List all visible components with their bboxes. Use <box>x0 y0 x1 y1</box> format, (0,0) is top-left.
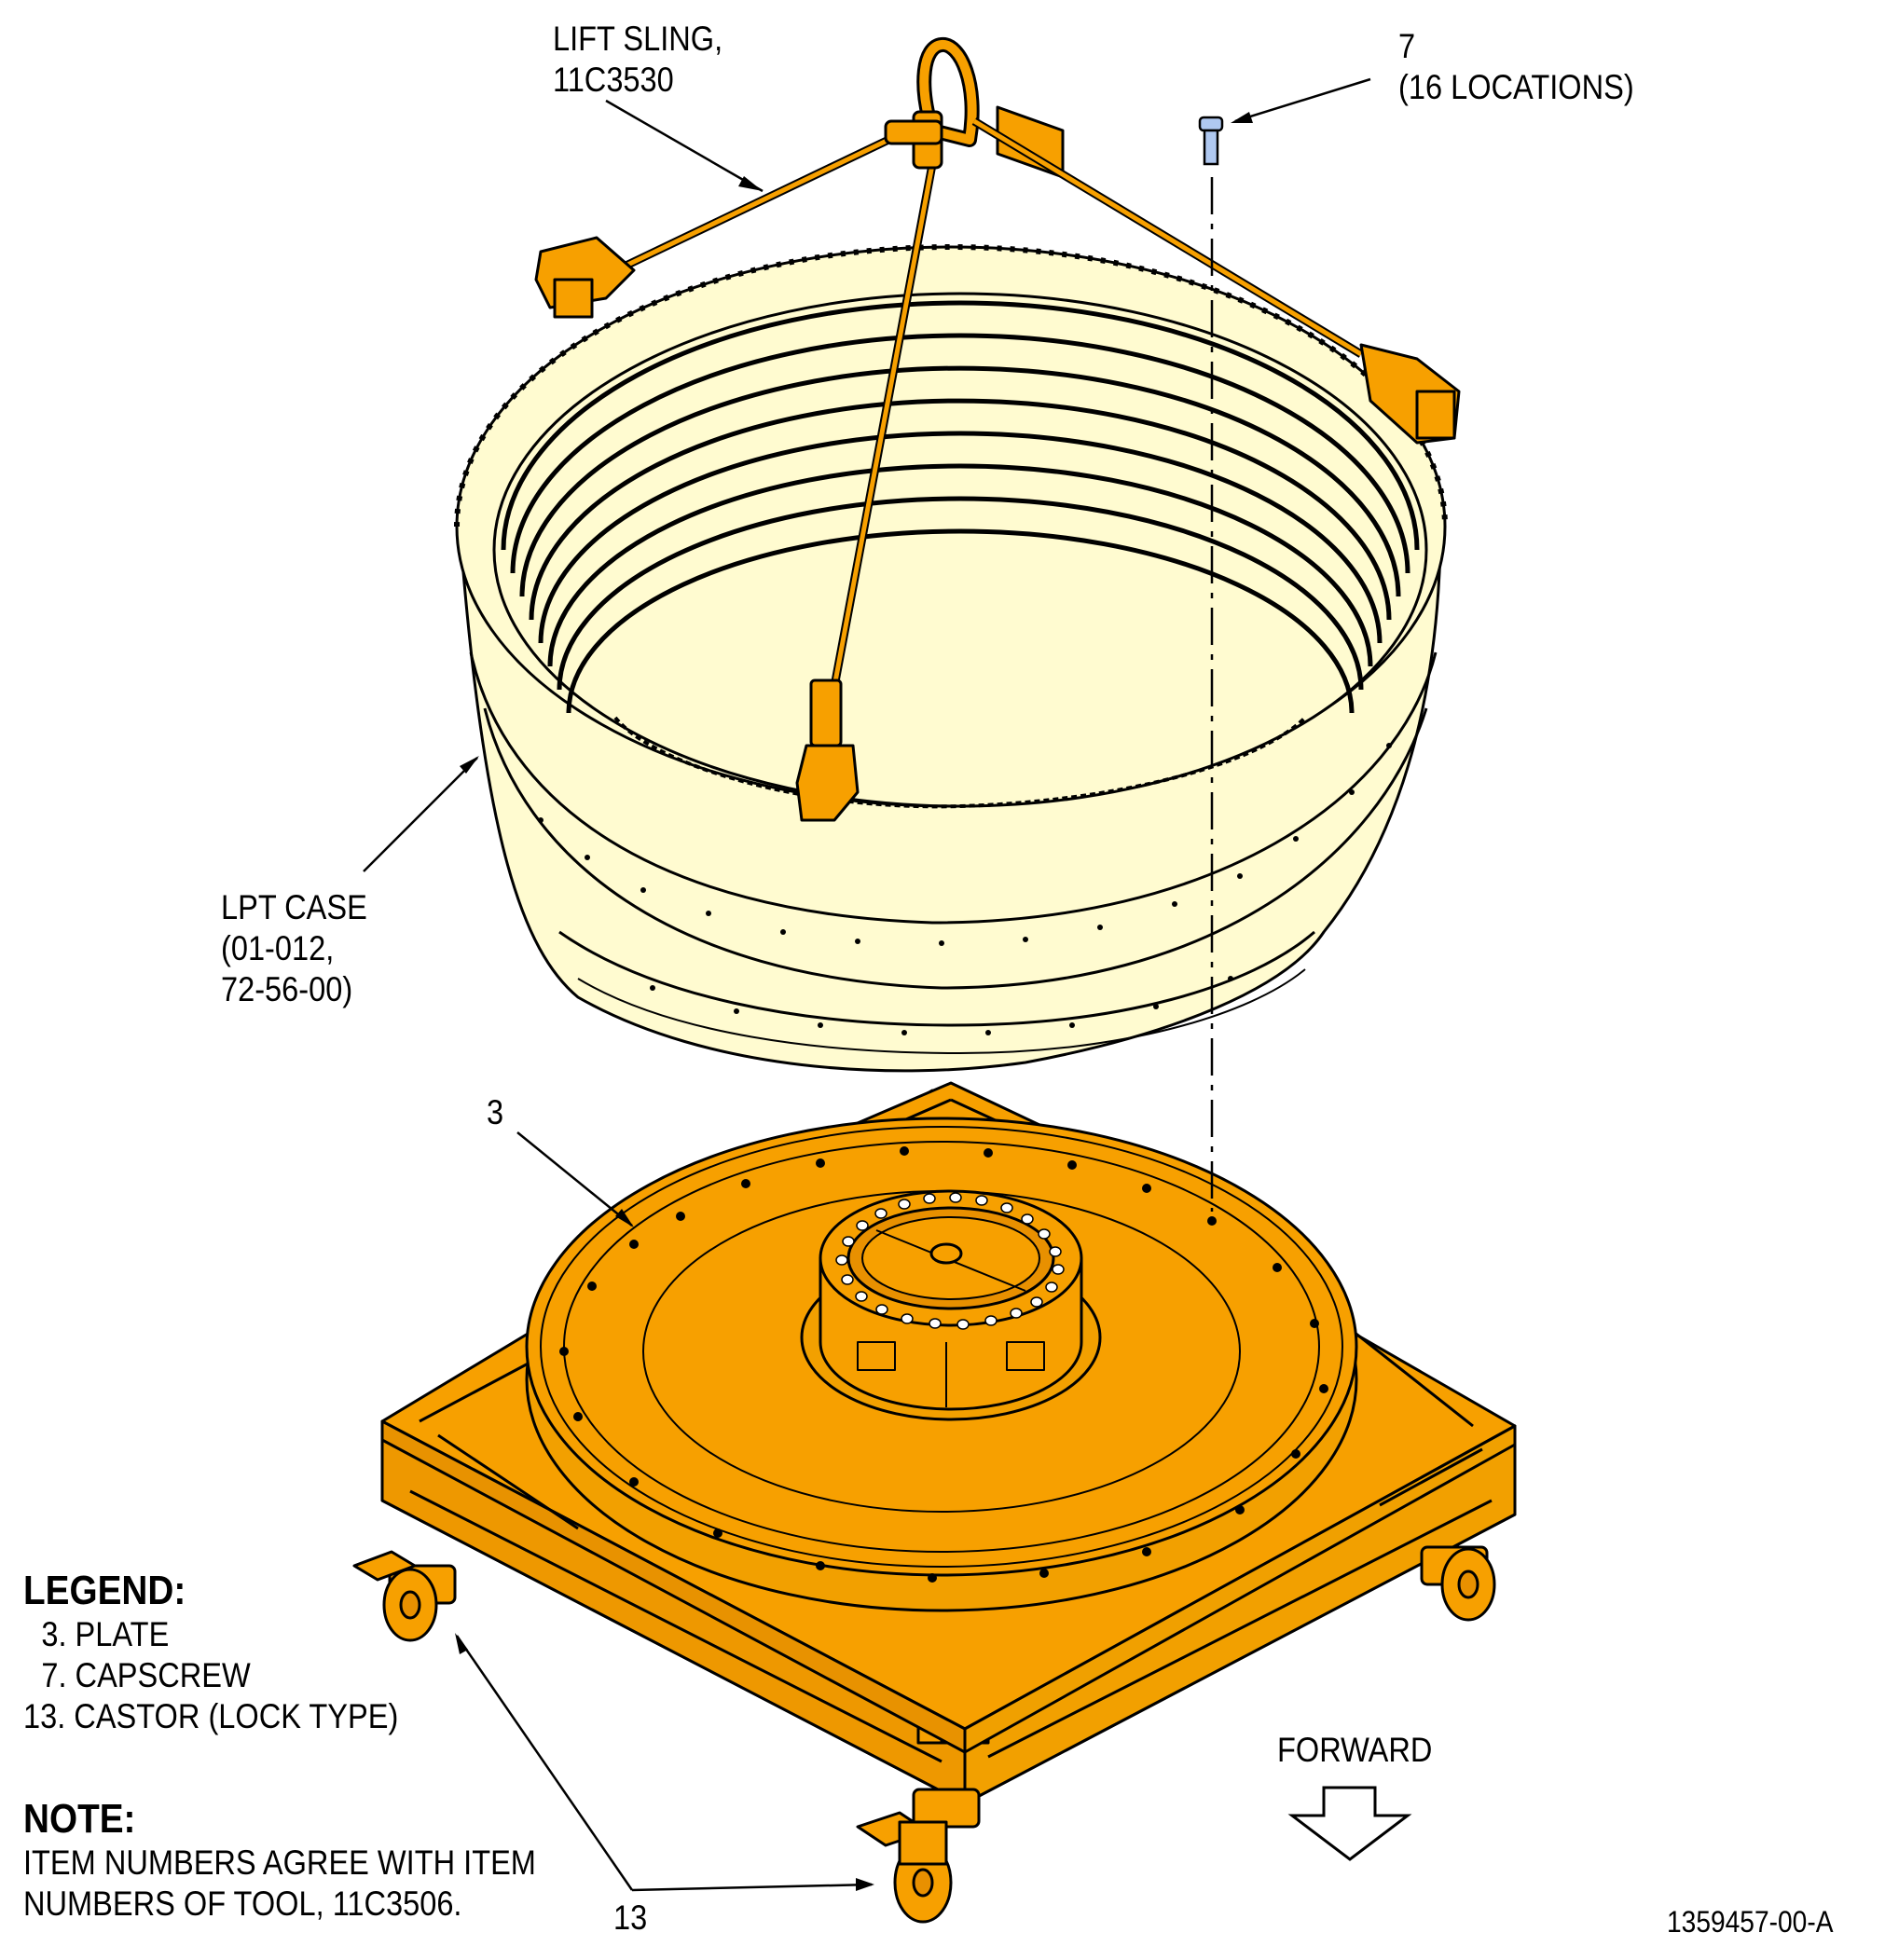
lpt-case <box>454 244 1448 1073</box>
castor-front <box>856 1788 981 1924</box>
fixture-cart <box>352 1081 1517 1924</box>
legend-item: 7. CAPSCREW <box>41 1656 251 1694</box>
note-title: NOTE: <box>23 1796 136 1842</box>
legend: LEGEND: 3. PLATE 7. CAPSCREW 13. CASTOR … <box>23 1568 398 1737</box>
callout-item-3: 3 <box>487 1093 504 1131</box>
leader-item-3 <box>516 1131 633 1227</box>
legend-title: LEGEND: <box>23 1568 186 1613</box>
leader-item-13 <box>455 1635 634 1891</box>
callout-lift-sling-line1: LIFT SLING, <box>553 20 723 58</box>
forward-arrow-icon <box>1287 1786 1412 1861</box>
lift-sling <box>534 37 1461 822</box>
leader-lines <box>363 77 1371 1892</box>
note-line: ITEM NUMBERS AGREE WITH ITEM <box>23 1843 536 1882</box>
capscrew-item-7 <box>1198 116 1224 166</box>
callout-item-7: 7 (16 LOCATIONS) <box>1398 26 1634 108</box>
callout-item-13: 13 <box>613 1898 648 1937</box>
lpt-case-bottom-opening <box>613 716 1307 809</box>
callout-item-7-locations: (16 LOCATIONS) <box>1398 68 1634 106</box>
castor-left <box>352 1550 457 1642</box>
leader-item-7 <box>1234 77 1371 123</box>
lpt-case-inner-grooves <box>501 300 1420 714</box>
callout-item-7-number: 7 <box>1398 27 1416 65</box>
leader-lift-sling <box>605 99 764 193</box>
castor-right <box>1420 1545 1496 1622</box>
plate-bolt-holes <box>559 1146 1328 1583</box>
leader-lpt-case <box>363 757 478 872</box>
callout-lpt-case: LPT CASE (01-012, 72-56-00) <box>221 887 367 1010</box>
lpt-case-rivets <box>538 743 1392 1035</box>
figure-id: 1359457-00-A <box>1667 1905 1834 1939</box>
legend-item: 13. CASTOR (LOCK TYPE) <box>23 1697 399 1735</box>
sling-adapters <box>534 110 1461 822</box>
callout-lift-sling-line2: 11C3530 <box>553 61 674 99</box>
callout-lpt-case-line1: LPT CASE <box>221 888 367 926</box>
legend-item: 3. PLATE <box>41 1615 170 1653</box>
note-line: NUMBERS OF TOOL, 11C3506. <box>23 1885 462 1923</box>
callout-lpt-case-line2: (01-012, <box>221 929 335 967</box>
note: NOTE: ITEM NUMBERS AGREE WITH ITEM NUMBE… <box>23 1796 536 1925</box>
callout-lpt-case-line3: 72-56-00) <box>221 970 353 1008</box>
forward-label: FORWARD <box>1277 1731 1433 1769</box>
adapter-bottom <box>795 744 860 822</box>
callout-lift-sling: LIFT SLING, 11C3530 <box>553 19 722 101</box>
hub-holes <box>835 1192 1065 1330</box>
